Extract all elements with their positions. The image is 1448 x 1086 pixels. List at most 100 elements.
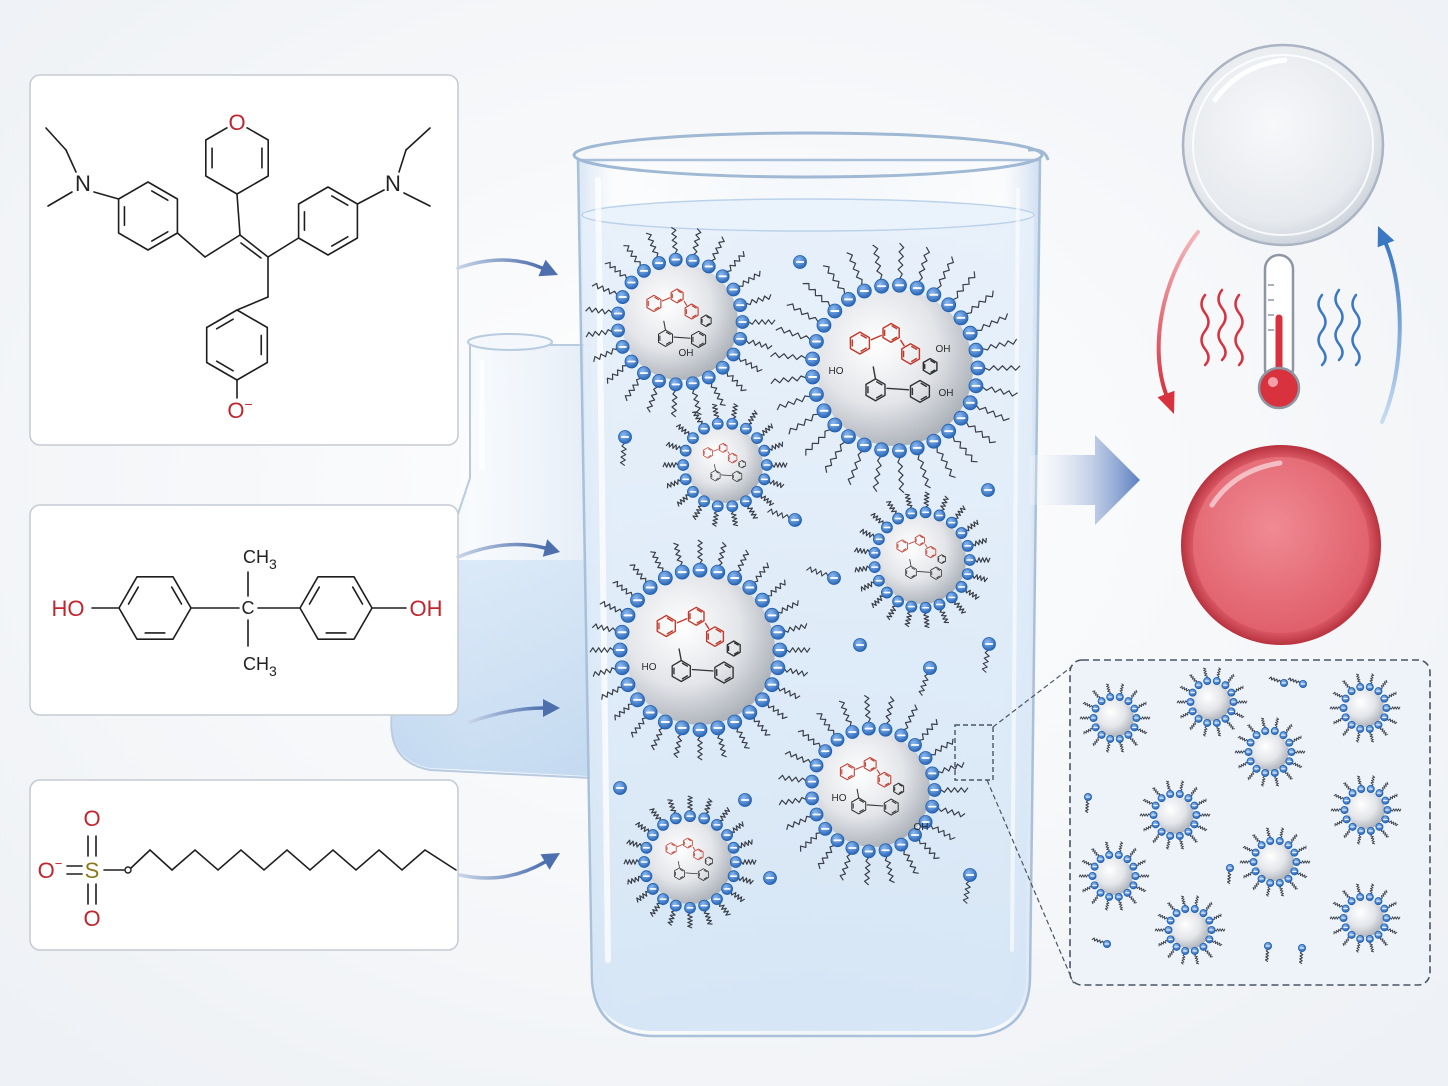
alkyl-tail (1152, 834, 1160, 844)
sulfate-head (892, 512, 904, 525)
alkyl-tail (675, 424, 690, 435)
guest-molecule-ring (849, 331, 871, 355)
free-surfactant (981, 637, 996, 673)
alkyl-tail (630, 717, 646, 738)
guest-molecule-ring (710, 469, 721, 482)
sulfate-head (727, 714, 743, 730)
sulfate-head (733, 298, 748, 313)
micelle-core (1156, 796, 1194, 834)
alkyl-tail (1260, 776, 1266, 787)
double-bond (708, 862, 712, 865)
alkyl-tail (585, 329, 612, 338)
alkyl-tail (1369, 732, 1375, 743)
sulfate-head (615, 340, 630, 354)
alkyl-tail (1342, 727, 1350, 737)
guest-molecule-ring (738, 460, 746, 469)
alkyl-tail (1333, 927, 1343, 935)
bond (677, 861, 680, 868)
sulfate-head (764, 677, 780, 693)
sulfate-head (1124, 730, 1133, 739)
alkyl-tail (1389, 706, 1401, 710)
alkyl-tail (784, 750, 812, 764)
sulfate-head (1284, 874, 1293, 883)
alkyl-tail (805, 429, 830, 456)
sulfate-head (845, 841, 860, 855)
sulfate-head (1096, 888, 1105, 897)
sulfate-head (611, 306, 625, 321)
alkyl-tail (1214, 928, 1226, 932)
alkyl-tail (954, 601, 967, 614)
sulfate-head (1149, 811, 1158, 820)
bond (676, 617, 688, 624)
alkyl-tail (604, 261, 627, 279)
alkyl-tail (1380, 679, 1388, 689)
free-surfactant (1084, 793, 1093, 814)
alkyl-tail (822, 265, 846, 294)
double-bond (715, 640, 722, 645)
sulfate-head (715, 360, 730, 375)
structure-panel-dye (29, 74, 459, 446)
alkyl-tail (767, 508, 790, 519)
alkyl-tail (1084, 800, 1090, 814)
double-bond (891, 336, 898, 341)
alkyl-tail (931, 738, 954, 756)
double-bond (654, 306, 660, 310)
double-bond (724, 676, 731, 681)
double-bond (666, 617, 674, 622)
alkyl-tail (846, 252, 863, 285)
alkyl-tail (646, 386, 658, 413)
surfactant-heads (1249, 837, 1301, 887)
sulfate-head (1166, 935, 1175, 944)
double-bond (919, 542, 924, 545)
liquid-surface (581, 198, 1035, 232)
alkyl-tail (904, 611, 913, 628)
alkyl-tail (1290, 881, 1298, 890)
alkyl-tail (1330, 808, 1342, 812)
free-surfactant (806, 566, 841, 585)
micelle (1329, 883, 1401, 953)
sulfate-head (841, 291, 856, 307)
double-bond (679, 869, 684, 872)
sulfate-head (892, 277, 907, 293)
guest-molecule-ring (684, 303, 699, 320)
alkyl-tail (599, 600, 623, 613)
micelle (585, 226, 776, 418)
alkyl-tail (1334, 819, 1344, 827)
ring-bonds (705, 626, 725, 647)
sulfate-head (735, 315, 750, 329)
phenolate-oxygen: O (227, 398, 244, 423)
alkyl-tail (872, 456, 882, 493)
sulfate-head (1366, 826, 1375, 835)
double-bond (679, 876, 684, 879)
pyran-oxygen: O (228, 110, 245, 135)
surfactant-tails (623, 795, 757, 929)
double-bond (860, 334, 867, 339)
alkyl-tail (1389, 916, 1401, 920)
ring-bonds (704, 856, 713, 866)
double-bond (902, 548, 907, 551)
micelle-core (1347, 791, 1385, 829)
bond (899, 339, 905, 347)
double-bond (351, 586, 364, 605)
sulfate-head (624, 354, 639, 369)
sulfate-head (685, 376, 700, 391)
guest-molecule-ring (727, 452, 738, 464)
thermometer-icon (1257, 253, 1301, 410)
sulfate-head (1227, 688, 1236, 697)
alkyl-tail (665, 441, 682, 451)
sulfate-head (1257, 841, 1266, 850)
double-bond (860, 347, 867, 352)
sulfate-head (1341, 713, 1350, 722)
sulfate-head (1221, 714, 1230, 723)
alkyl-tail (1083, 727, 1093, 735)
micelle (1154, 895, 1226, 965)
sulfate-head (1199, 942, 1208, 951)
alkyl-tail (952, 436, 978, 463)
sulfate-head (982, 637, 996, 651)
sulfate-head (827, 571, 841, 585)
alkyl-tail (1165, 839, 1171, 850)
sulfate-head (1356, 934, 1365, 943)
ring-bonds (687, 606, 705, 626)
sulfate-head (1375, 789, 1384, 798)
alkyl-tail (623, 245, 641, 266)
